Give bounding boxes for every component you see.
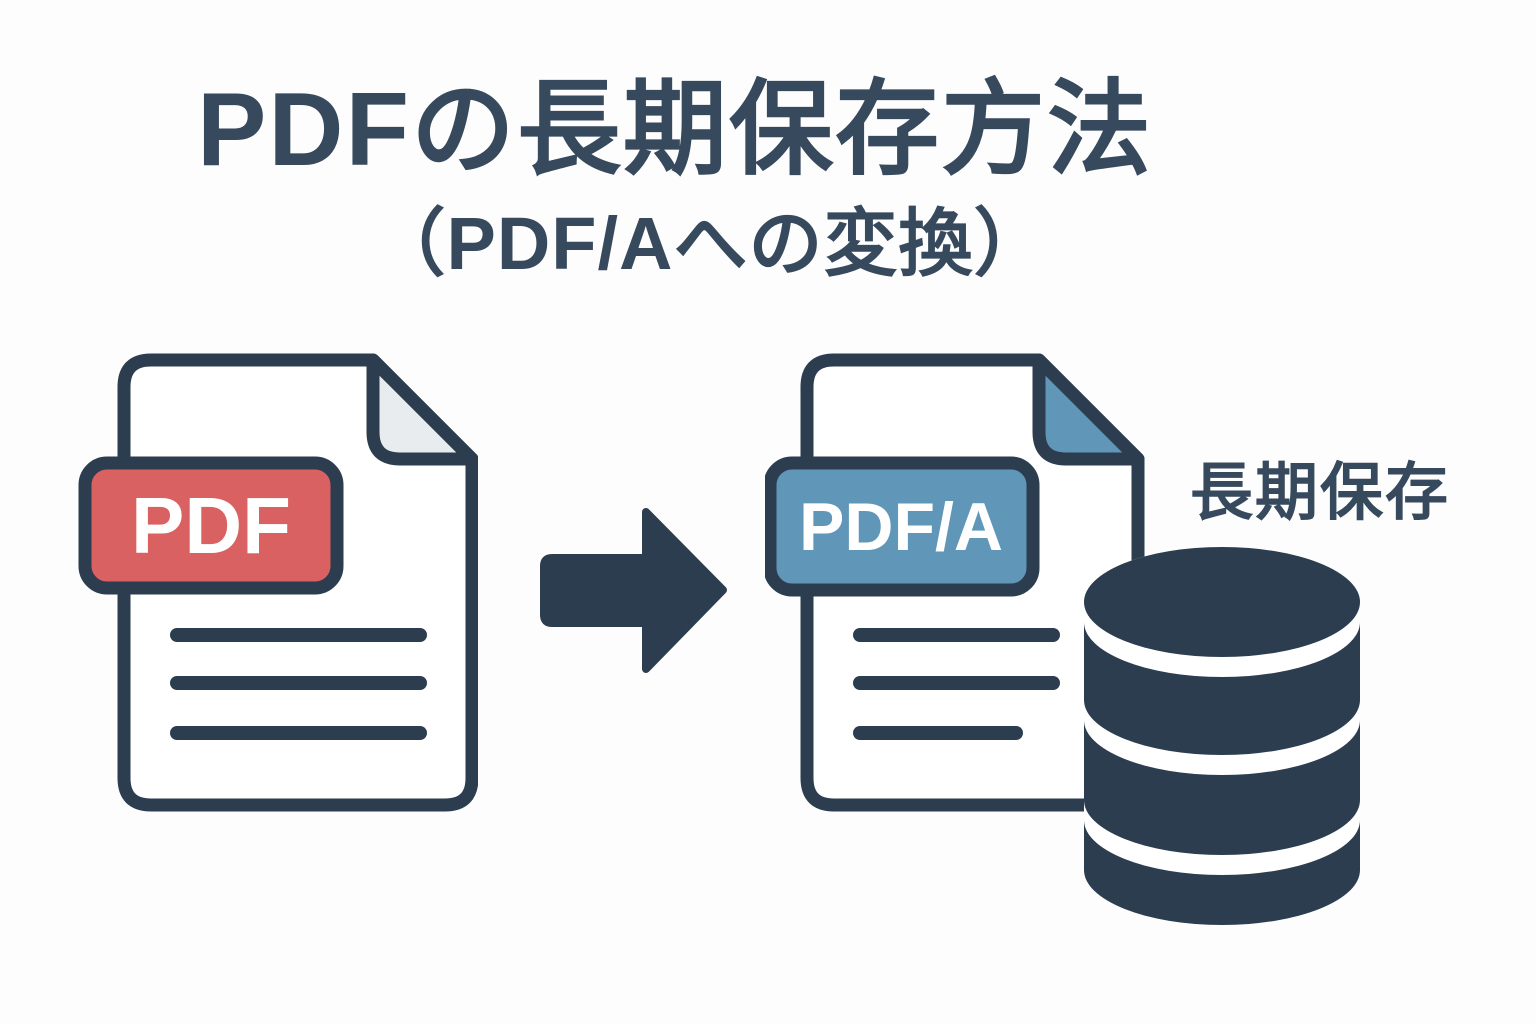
folded-corner-icon (366, 353, 478, 466)
page-subtitle: （PDF/Aへの変換） (371, 202, 1049, 285)
database-band (1084, 820, 1360, 925)
arrow-shape (540, 508, 727, 673)
page-title: PDFの長期保存方法 (196, 72, 1153, 188)
database-band (1084, 720, 1360, 855)
database-band (1084, 622, 1360, 755)
pdfa-document-icon: PDF/A (765, 353, 1145, 812)
pdf-document-icon: PDF (78, 353, 478, 812)
pdf-badge-label: PDF (131, 481, 291, 570)
folded-corner-icon (1032, 353, 1145, 466)
storage-label: 長期保存 (1190, 458, 1450, 528)
pdfa-badge (765, 456, 1040, 597)
database-top (1084, 547, 1360, 657)
arrow-right-icon (540, 508, 727, 673)
pdf-badge (78, 456, 344, 595)
database-icon (1084, 547, 1360, 925)
pdfa-badge-label: PDF/A (799, 489, 1003, 565)
